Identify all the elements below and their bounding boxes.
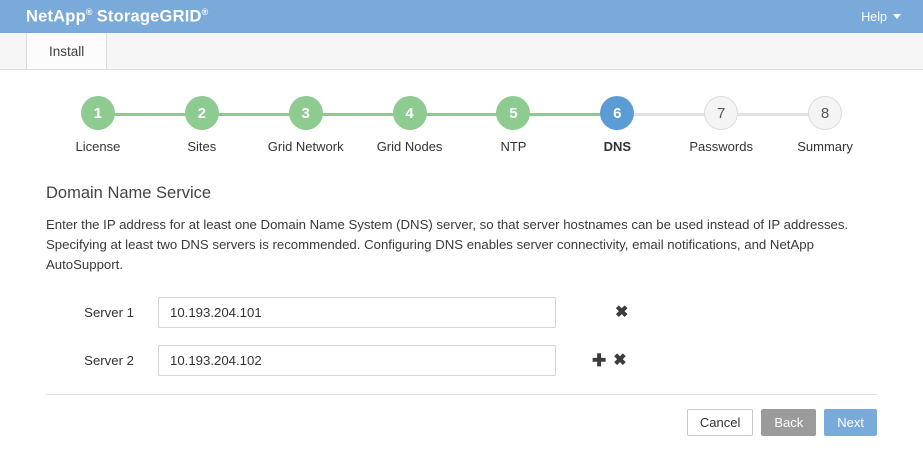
app-header: NetApp®StorageGRID® Help <box>0 0 923 33</box>
step-connector <box>721 113 826 116</box>
next-button[interactable]: Next <box>824 409 877 436</box>
trademark-icon: ® <box>85 6 93 17</box>
step-label-grid-nodes: Grid Nodes <box>376 139 443 154</box>
step-number-3: 3 <box>288 96 323 130</box>
help-menu[interactable]: Help <box>861 10 909 24</box>
brand-title: NetApp®StorageGRID® <box>26 7 208 27</box>
server-row-2: Server 2 ✚ ✖ <box>46 345 877 376</box>
step-number-7: 7 <box>704 96 739 130</box>
server-1-actions: ✖ <box>592 303 638 321</box>
brand-netapp: NetApp <box>26 7 86 26</box>
server-2-label: Server 2 <box>84 353 134 368</box>
footer-divider <box>46 394 877 395</box>
step-ntp[interactable]: 5 NTP <box>409 96 566 154</box>
step-number-6: 6 <box>600 96 635 130</box>
step-number-4: 4 <box>392 96 427 130</box>
step-label-sites: Sites <box>187 139 217 154</box>
trademark-icon-2: ® <box>201 6 209 17</box>
step-connector <box>409 113 514 116</box>
server-row-1: Server 1 ✖ <box>46 297 877 328</box>
footer-actions: Cancel Back Next <box>0 395 923 436</box>
step-number-1: 1 <box>80 96 115 130</box>
tab-bar-lead <box>0 33 27 69</box>
step-label-grid-network: Grid Network <box>267 139 344 154</box>
install-wizard: 1 License 2 Sites 3 Grid Network 4 Grid … <box>0 70 923 154</box>
cancel-button[interactable]: Cancel <box>686 409 754 436</box>
page-description: Enter the IP address for at least one Do… <box>46 217 849 272</box>
back-button[interactable]: Back <box>761 409 817 436</box>
step-label-ntp: NTP <box>500 139 527 154</box>
server-1-label: Server 1 <box>84 305 134 320</box>
step-connector <box>513 113 618 116</box>
step-sites[interactable]: 2 Sites <box>97 96 254 154</box>
tab-install[interactable]: Install <box>27 33 108 69</box>
step-connector <box>617 113 722 116</box>
dns-panel: Domain Name Service Enter the IP address… <box>0 184 923 376</box>
step-number-2: 2 <box>184 96 219 130</box>
step-label-summary: Summary <box>797 139 853 154</box>
step-grid-nodes[interactable]: 4 Grid Nodes <box>305 96 462 154</box>
chevron-down-icon <box>893 14 901 19</box>
server-2-actions: ✚ ✖ <box>592 352 638 369</box>
step-number-5: 5 <box>496 96 531 130</box>
step-passwords[interactable]: 7 Passwords <box>617 96 773 154</box>
server-2-input[interactable] <box>158 345 556 376</box>
tab-install-label: Install <box>49 43 85 59</box>
step-indicator: 1 License 2 Sites 3 Grid Network 4 Grid … <box>46 96 877 154</box>
help-label: Help <box>861 9 887 24</box>
brand-storagegrid: StorageGRID <box>96 7 202 26</box>
step-connector <box>305 113 410 116</box>
step-number-8: 8 <box>808 96 843 130</box>
step-connector <box>97 113 202 116</box>
step-connector <box>201 113 306 116</box>
step-label-passwords: Passwords <box>689 139 753 154</box>
page-title: Domain Name Service <box>46 184 212 202</box>
step-license[interactable]: 1 License <box>46 96 150 154</box>
remove-server-icon[interactable]: ✖ <box>613 351 627 369</box>
add-server-icon[interactable]: ✚ <box>592 351 607 370</box>
step-label-license: License <box>75 139 121 154</box>
step-grid-network[interactable]: 3 Grid Network <box>201 96 358 154</box>
step-dns[interactable]: 6 DNS <box>513 96 669 154</box>
remove-server-icon[interactable]: ✖ <box>615 303 629 321</box>
tab-bar: Install <box>0 33 923 70</box>
step-label-dns: DNS <box>603 139 632 154</box>
step-summary[interactable]: 8 Summary <box>721 96 877 154</box>
server-1-input[interactable] <box>158 297 556 328</box>
